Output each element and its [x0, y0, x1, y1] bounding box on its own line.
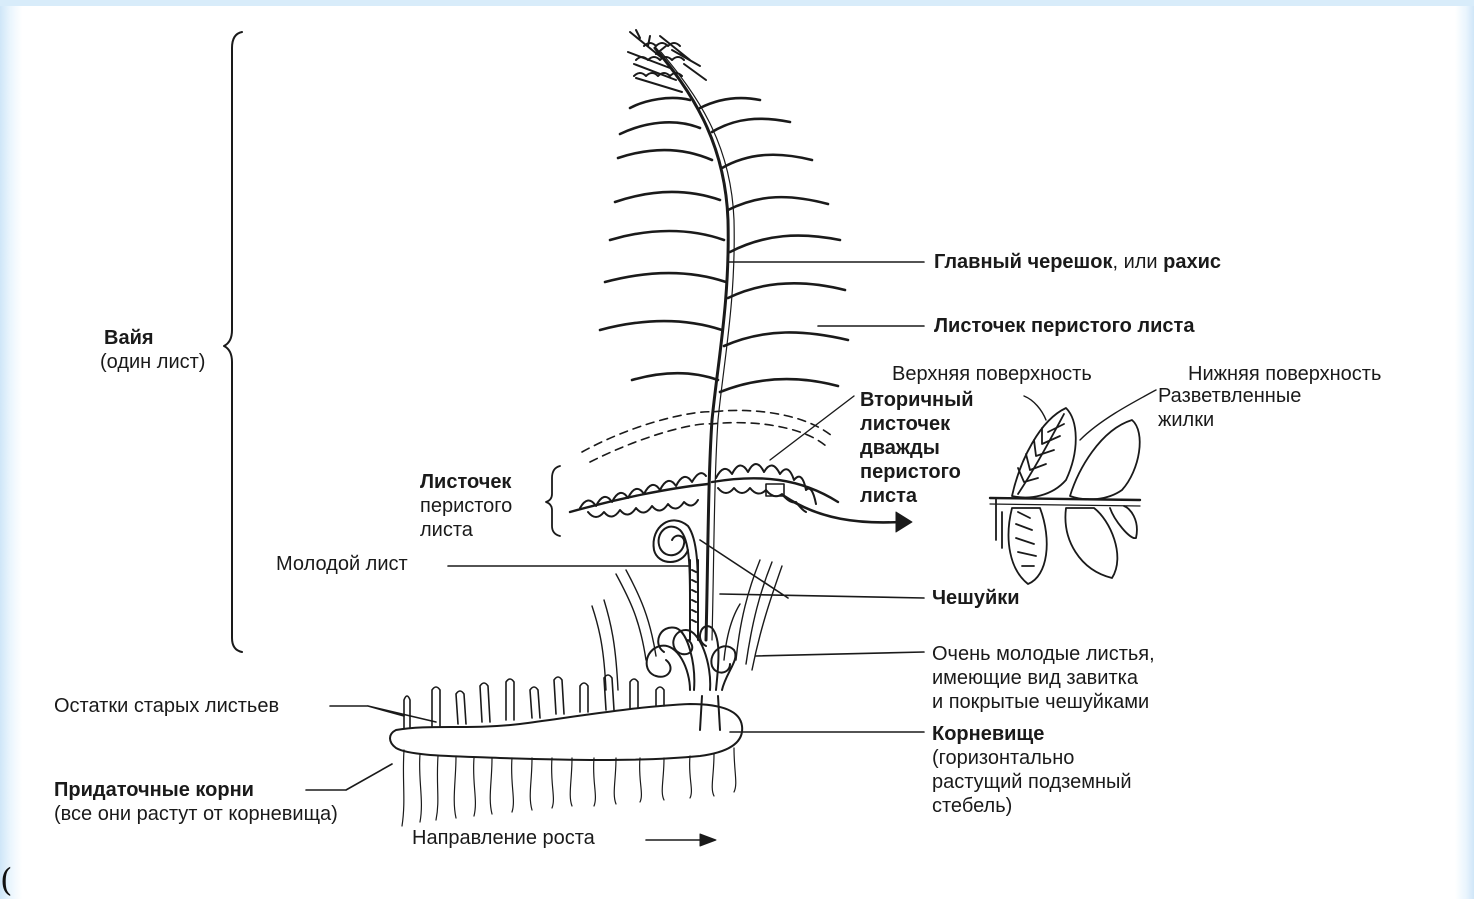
label-secondary-pinna: Вторичный листочек дважды перистого лист… [860, 388, 974, 508]
fiddleheads [647, 626, 736, 730]
branched-veins-line2: жилки [1158, 408, 1301, 432]
very-young-line2: имеющие вид завитка [932, 666, 1155, 690]
very-young-line1: Очень молодые листья, [932, 642, 1155, 666]
label-pinna-left: Листочек перистого листа [420, 470, 512, 542]
label-branched-veins: Разветвленные жилки [1158, 384, 1301, 432]
label-pinna-top: Листочек перистого листа [934, 314, 1194, 338]
pinna-brace [546, 466, 560, 536]
very-young-line3: и покрытые чешуйками [932, 690, 1155, 714]
secondary-line2: листочек [860, 412, 974, 436]
label-upper-surface: Верхняя поверхность [892, 362, 1092, 386]
enlarged-secondary-pinna [990, 390, 1156, 584]
label-vaya-sub: (один лист) [100, 350, 205, 374]
label-roots-sub: (все они растут от корневища) [54, 802, 338, 826]
rachis-mid: , или [1112, 251, 1163, 273]
vaya-brace [224, 32, 242, 652]
label-scales: Чешуйки [932, 586, 1020, 610]
label-rachis: Главный черешок, или рахис [934, 250, 1221, 274]
rachis-bold: Главный черешок [934, 251, 1112, 273]
label-young-leaf: Молодой лист [276, 552, 408, 576]
rhizome-line1: (горизонтально [932, 746, 1132, 770]
label-lower-surface: Нижняя поверхность [1188, 362, 1381, 386]
label-roots: Придаточные корни [54, 778, 254, 802]
secondary-line1: Вторичный [860, 388, 974, 412]
rhizome-line3: стебель) [932, 794, 1132, 818]
corner-glyph: ( [0, 862, 12, 898]
old-leaf-remnants [404, 675, 664, 728]
label-old-leaves: Остатки старых листьев [54, 694, 279, 718]
pinna-left-line2: перистого [420, 494, 512, 518]
young-leaf-crozier [654, 520, 698, 640]
secondary-line3: дважды [860, 436, 974, 460]
pinna-left-line1: Листочек [420, 470, 512, 494]
label-growth-direction: Направление роста [412, 826, 595, 850]
label-vaya: Вайя [104, 326, 154, 350]
secondary-line4: перистого [860, 460, 974, 484]
pinna-left-line3: листа [420, 518, 512, 542]
branched-veins-line1: Разветвленные [1158, 384, 1301, 408]
label-very-young-leaves: Очень молодые листья, имеющие вид завитк… [932, 642, 1155, 714]
rhizome-title: Корневище [932, 722, 1132, 746]
lower-pinna [570, 464, 838, 517]
secondary-line5: листа [860, 484, 974, 508]
label-rhizome: Корневище (горизонтально растущий подзем… [932, 722, 1132, 818]
rhizome-line2: растущий подземный [932, 770, 1132, 794]
rhizome [390, 704, 742, 760]
pinnae [600, 98, 848, 392]
rachis-bold2: рахис [1163, 251, 1221, 273]
